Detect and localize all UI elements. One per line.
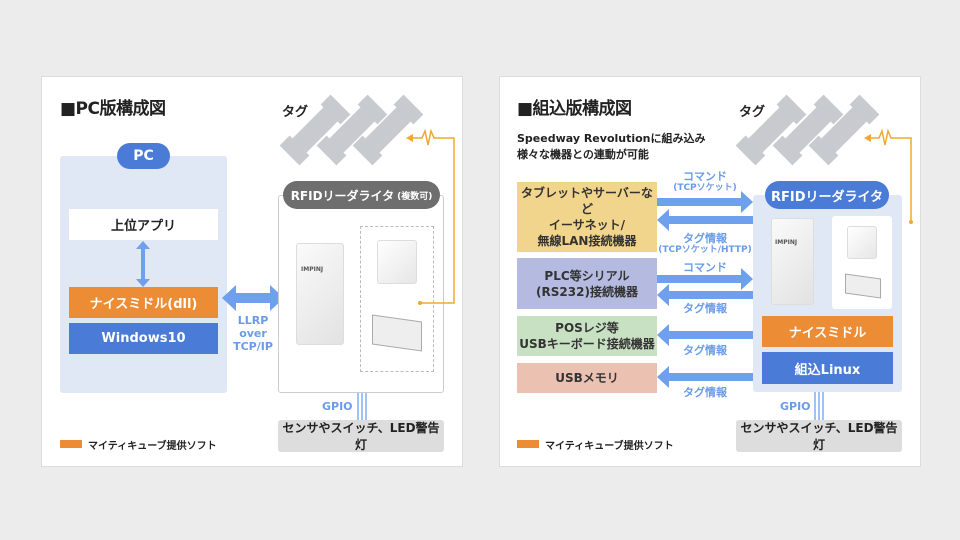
- reader-brand: IMPINJ: [301, 266, 324, 273]
- device-line: USBメモリ: [555, 371, 619, 385]
- middleware-dll-box: ナイスミドル(dll): [69, 287, 218, 318]
- tag-info-arrow-left: [657, 209, 753, 231]
- tag-info-label: タグ情報: [683, 386, 727, 399]
- arrow-label: タグ情報: [683, 232, 727, 245]
- speedway-reader-image: IMPINJ: [296, 243, 344, 345]
- ethernet-device-box: タブレットやサーバーなど イーサネット/ 無線LAN接続機器: [517, 182, 657, 252]
- gpio-label: GPIO: [780, 400, 811, 413]
- vertical-double-arrow: [136, 241, 150, 287]
- device-line: 無線LAN接続機器: [537, 234, 637, 248]
- legend-swatch: [517, 440, 539, 448]
- reader-container: [278, 195, 444, 393]
- description: Speedway Revolutionに組み込み 様々な機器との連動が可能: [517, 131, 706, 163]
- reader-label: RFIDリーダライタ (複数可): [283, 181, 440, 209]
- serial-device-box: PLC等シリアル (RS232)接続機器: [517, 258, 657, 309]
- speedway-reader-image: IMPINJ: [771, 218, 814, 305]
- arrow-label: コマンド: [683, 170, 727, 183]
- pc-panel-title: ■PC版構成図: [60, 99, 166, 119]
- tag-info-arrow-left: [657, 324, 753, 346]
- upper-app-box: 上位アプリ: [69, 209, 218, 240]
- llrp-double-arrow: [222, 285, 284, 311]
- llrp-protocol-label: LLRP over TCP/IP: [232, 314, 274, 353]
- reader-label: RFIDリーダライタ: [765, 181, 889, 209]
- tag-info-label: タグ情報: [683, 344, 727, 357]
- command-arrow-right: [657, 268, 753, 290]
- sensor-box: センサやスイッチ、LED警告灯: [278, 420, 444, 452]
- command-label: コマンド: [683, 261, 727, 274]
- device-line: イーサネット/: [548, 218, 626, 232]
- sensor-box: センサやスイッチ、LED警告灯: [736, 420, 902, 452]
- pc-label: PC: [117, 143, 170, 169]
- device-line: (RS232)接続機器: [536, 284, 638, 299]
- gpio-lines: [357, 393, 367, 421]
- legend-label: マイティキューブ提供ソフト: [545, 441, 674, 452]
- windows10-box: Windows10: [69, 323, 218, 354]
- reader-label-note: (複数可): [397, 191, 433, 202]
- reader-label-text: RFIDリーダライタ: [290, 188, 395, 203]
- antenna-wire: [406, 128, 455, 305]
- description-line: Speedway Revolutionに組み込み: [517, 132, 706, 145]
- usb-memory-box: USBメモリ: [517, 363, 657, 393]
- tag-label: タグ: [739, 105, 766, 120]
- arrow-sublabel: (TCPソケット/HTTP): [658, 245, 752, 255]
- arrow-sublabel: (TCPソケット): [673, 183, 737, 193]
- tag-info-label: タグ情報: [683, 302, 727, 315]
- middleware-box: ナイスミドル: [762, 316, 893, 347]
- tag-info-label: タグ情報 (TCPソケット/HTTP): [655, 232, 755, 256]
- embedded-panel-title: ■組込版構成図: [517, 99, 632, 119]
- gpio-lines: [814, 392, 824, 421]
- device-line: タブレットやサーバーなど: [521, 186, 653, 216]
- protocol-line: LLRP: [237, 314, 269, 327]
- tag-info-arrow-left: [657, 284, 753, 306]
- gpio-label: GPIO: [322, 400, 353, 413]
- protocol-line: over: [239, 327, 267, 340]
- legend-swatch: [60, 440, 82, 448]
- antenna-image: [377, 240, 417, 284]
- legend-label: マイティキューブ提供ソフト: [88, 441, 217, 452]
- description-line: 様々な機器との連動が可能: [517, 148, 649, 161]
- antenna-image: [847, 226, 877, 259]
- reader-brand: IMPINJ: [775, 239, 798, 246]
- embedded-linux-box: 組込Linux: [762, 352, 893, 384]
- reader-options-box: [360, 226, 434, 372]
- device-line: POSレジ等: [555, 321, 619, 335]
- tag-info-arrow-left: [657, 366, 753, 388]
- rfid-tags-icon: [279, 94, 424, 166]
- device-line: PLC等シリアル: [544, 268, 630, 283]
- device-line: USBキーボード接続機器: [519, 337, 655, 351]
- protocol-line: TCP/IP: [233, 340, 273, 353]
- command-arrow-right: [657, 191, 753, 213]
- command-label: コマンド (TCPソケット): [665, 170, 745, 194]
- antenna-wire: [864, 128, 913, 224]
- data-flow-arrows: [657, 191, 753, 388]
- tag-label: タグ: [282, 105, 309, 120]
- usb-keyboard-device-box: POSレジ等 USBキーボード接続機器: [517, 316, 657, 356]
- rfid-tags-icon: [735, 94, 880, 166]
